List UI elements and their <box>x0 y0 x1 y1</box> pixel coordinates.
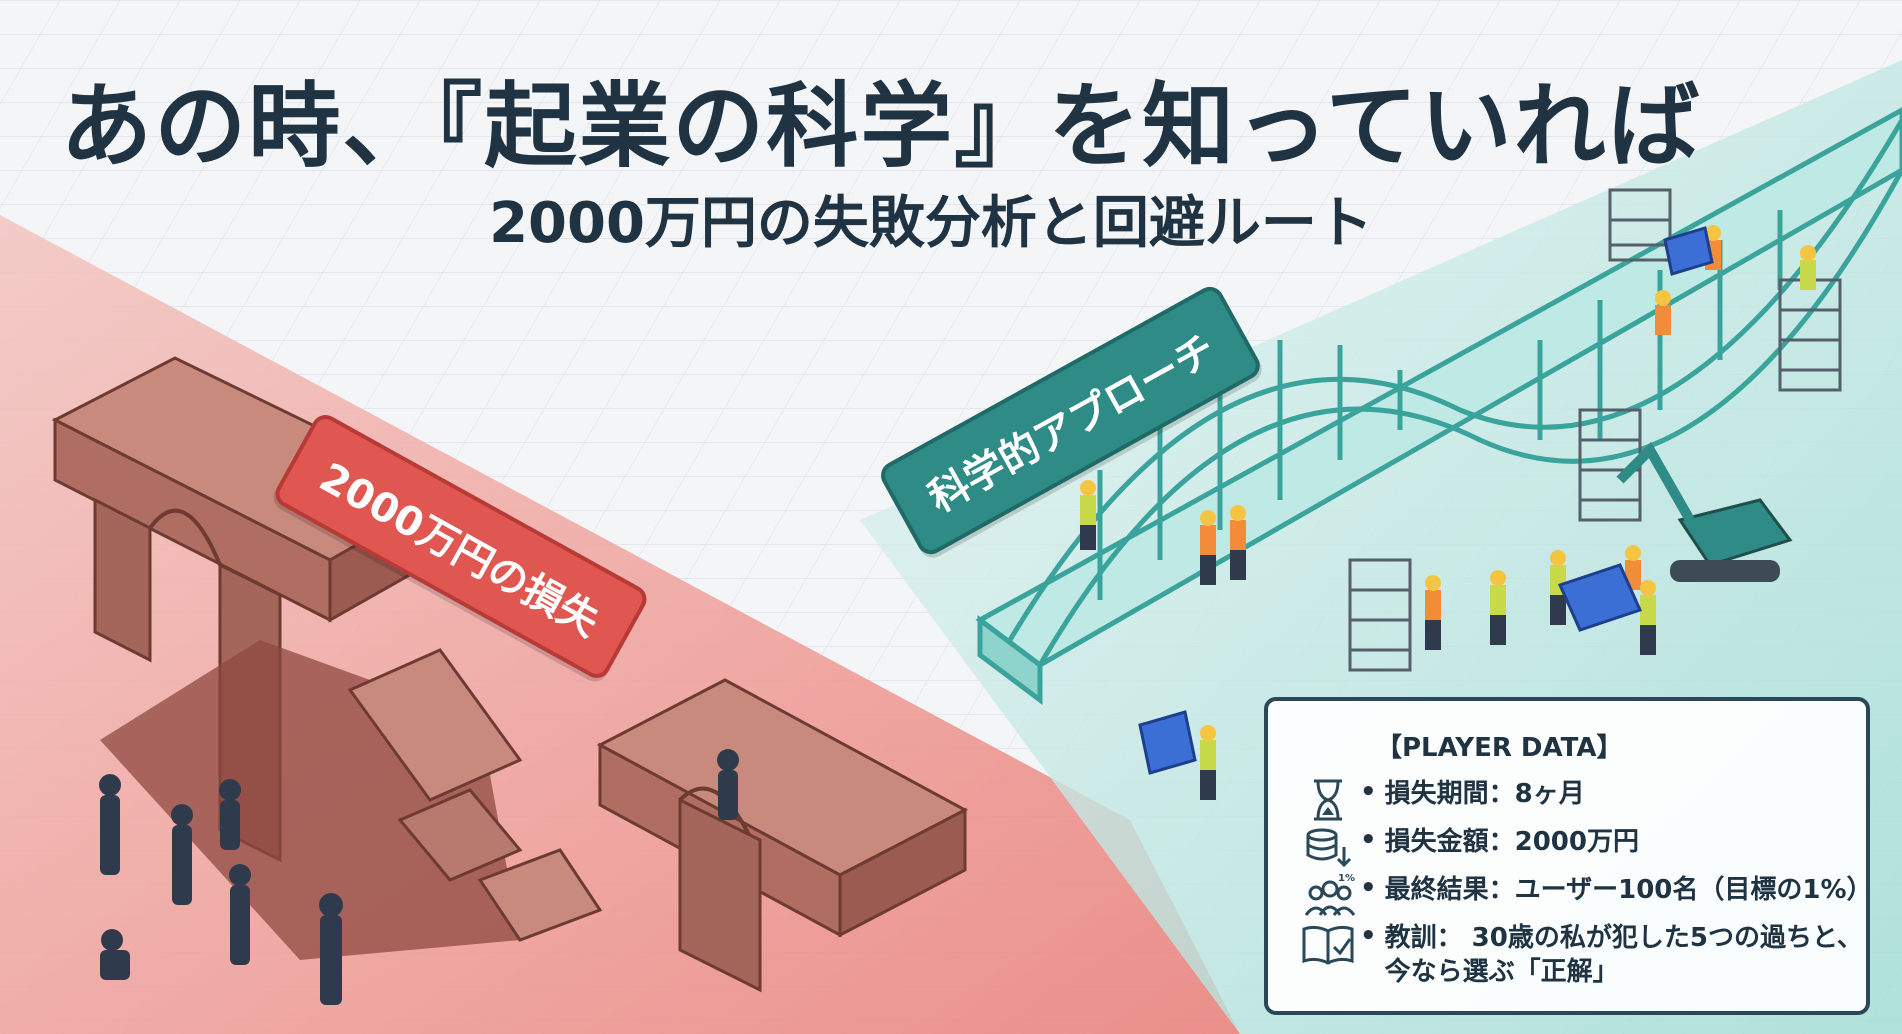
users-1percent-icon: 1% <box>1304 873 1356 916</box>
scaffolding <box>1348 188 1842 672</box>
excavator-icon <box>1616 441 1793 582</box>
book-check-icon <box>1302 925 1354 965</box>
player-data-row-period: •損失期間：8ヶ月 <box>1296 777 1585 823</box>
icon-badge-1-percent: 1% <box>1338 873 1355 884</box>
player-data-period: 損失期間：8ヶ月 <box>1384 779 1585 809</box>
player-data-panel: 【PLAYER DATA】 •損失期間：8ヶ月 •損失金額：2000万円 1% … <box>1264 697 1873 1015</box>
player-data-row-lesson: •教訓： 30歳の私が犯した5つの過ちと、 今なら選ぶ「正解」 <box>1296 921 1863 987</box>
coins-down-icon <box>1306 828 1352 868</box>
player-data-row-amount: •損失金額：2000万円 <box>1296 825 1639 871</box>
blueprint-icon <box>1138 226 1714 775</box>
player-data-result: 最終結果：ユーザー100名（目標の1%） <box>1384 875 1873 905</box>
page-subtitle: 2000万円の失敗分析と回避ルート <box>489 191 1373 256</box>
player-data-amount: 損失金額：2000万円 <box>1384 827 1639 857</box>
hourglass-icon <box>1314 779 1342 821</box>
worried-people <box>99 749 739 1005</box>
player-data-heading: 【PLAYER DATA】 <box>1376 733 1623 763</box>
player-data-row-result: 1% •最終結果：ユーザー100名（目標の1%） <box>1296 873 1873 919</box>
player-data-lesson: 教訓： 30歳の私が犯した5つの過ちと、 今なら選ぶ「正解」 <box>1384 923 1863 987</box>
page-title: あの時、『起業の科学』を知っていれば <box>60 73 1702 180</box>
